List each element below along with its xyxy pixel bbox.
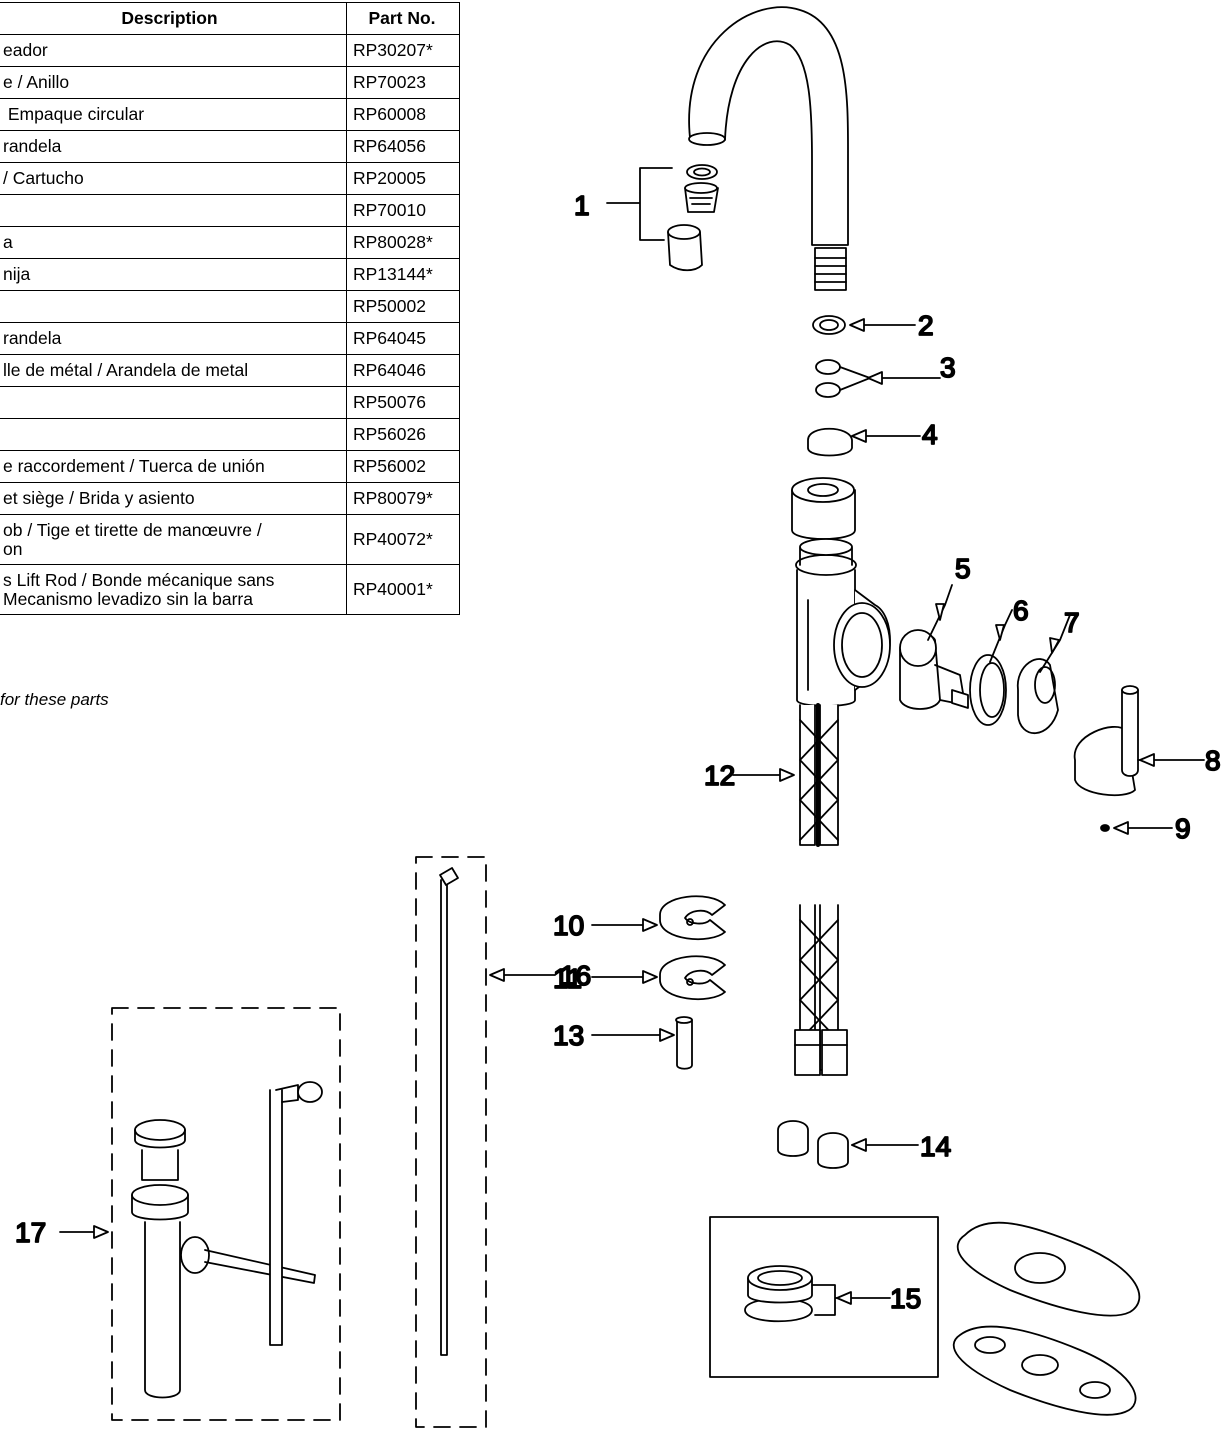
union-nuts-14 xyxy=(777,1120,919,1169)
callout-13: 13 xyxy=(553,1020,584,1051)
row-part-no: RP70023 xyxy=(346,66,460,99)
callout-1: 1 xyxy=(574,190,590,221)
row-part-no: RP40001* xyxy=(346,564,460,615)
row-description: e raccordement / Tuerca de unión xyxy=(0,450,347,483)
row-description: nija xyxy=(0,258,347,291)
escutcheon-ring-part xyxy=(1017,614,1071,735)
flange-seal-box xyxy=(709,1216,939,1378)
callout-3: 3 xyxy=(940,352,956,383)
header-part-no: Part No. xyxy=(346,2,460,35)
cartridge-part xyxy=(899,584,969,710)
row-description: s Lift Rod / Bonde mécanique sans Mecani… xyxy=(0,564,347,615)
row-part-no: RP56026 xyxy=(346,418,460,451)
callout-17: 17 xyxy=(15,1217,46,1248)
callout-16: 16 xyxy=(560,960,591,991)
horseshoe-washer-11 xyxy=(591,955,726,1001)
row-part-no: RP60008 xyxy=(346,98,460,131)
callout-12: 12 xyxy=(704,760,735,791)
row-part-no: RP56002 xyxy=(346,450,460,483)
row-description-line: on xyxy=(3,538,23,559)
handle-part xyxy=(1074,685,1205,797)
row-part-no: RP80028* xyxy=(346,226,460,259)
row-part-no: RP13144* xyxy=(346,258,460,291)
callout-14: 14 xyxy=(920,1131,951,1162)
row-description: ob / Tige et tirette de manœuvre / on xyxy=(0,514,347,565)
spout-illustration xyxy=(688,6,849,291)
callout-2: 2 xyxy=(918,310,934,341)
aerator-parts xyxy=(606,164,719,272)
row-part-no: RP64045 xyxy=(346,322,460,355)
callout-9: 9 xyxy=(1175,813,1191,844)
callout-7: 7 xyxy=(1064,607,1080,638)
callout-5: 5 xyxy=(955,553,971,584)
row-part-no: RP64046 xyxy=(346,354,460,387)
callout-4: 4 xyxy=(922,419,938,450)
washer-part xyxy=(807,427,921,457)
header-description: Description xyxy=(0,2,347,35)
row-description: a xyxy=(0,226,347,259)
deck-plate xyxy=(952,1221,1141,1416)
row-part-no: RP70010 xyxy=(346,194,460,227)
row-description: randela xyxy=(0,322,347,355)
row-part-no: RP40072* xyxy=(346,514,460,565)
row-description-line: ob / Tige et tirette de manœuvre / xyxy=(3,519,262,540)
callout-15: 15 xyxy=(890,1283,921,1314)
ring-part xyxy=(812,315,916,335)
callout-6: 6 xyxy=(1013,595,1029,626)
row-description: / Cartucho xyxy=(0,162,347,195)
row-description: e / Anillo xyxy=(0,66,347,99)
footnote: for these parts xyxy=(0,690,109,709)
ring-part-6 xyxy=(969,609,1013,726)
pop-up-drain-box xyxy=(59,1007,341,1421)
row-part-no: RP80079* xyxy=(346,482,460,515)
row-description-line: Mecanismo levadizo sin la barra xyxy=(3,588,253,609)
row-description: lle de métal / Arandela de metal xyxy=(0,354,347,387)
supply-hoses xyxy=(732,703,848,1076)
set-screw-part xyxy=(1100,821,1173,835)
callout-10: 10 xyxy=(553,910,584,941)
horseshoe-washer-10 xyxy=(591,895,726,941)
table-header-row: Description Part No. xyxy=(0,2,460,35)
faucet-body xyxy=(791,477,891,707)
table-row: s Lift Rod / Bonde mécanique sans Mecani… xyxy=(0,564,460,615)
o-ring-parts xyxy=(815,359,941,398)
callout-8: 8 xyxy=(1205,745,1221,776)
table-row: ob / Tige et tirette de manœuvre / on RP… xyxy=(0,514,460,565)
row-description: et siège / Brida y asiento xyxy=(0,482,347,515)
callout-11: 11 xyxy=(553,963,582,994)
row-description: Empaque circular xyxy=(0,98,347,131)
row-description-line: s Lift Rod / Bonde mécanique sans xyxy=(3,569,275,590)
row-part-no: RP64056 xyxy=(346,130,460,163)
row-part-no: RP20005 xyxy=(346,162,460,195)
lift-rod-box xyxy=(415,856,556,1428)
coupling-nut-13 xyxy=(591,1016,693,1070)
